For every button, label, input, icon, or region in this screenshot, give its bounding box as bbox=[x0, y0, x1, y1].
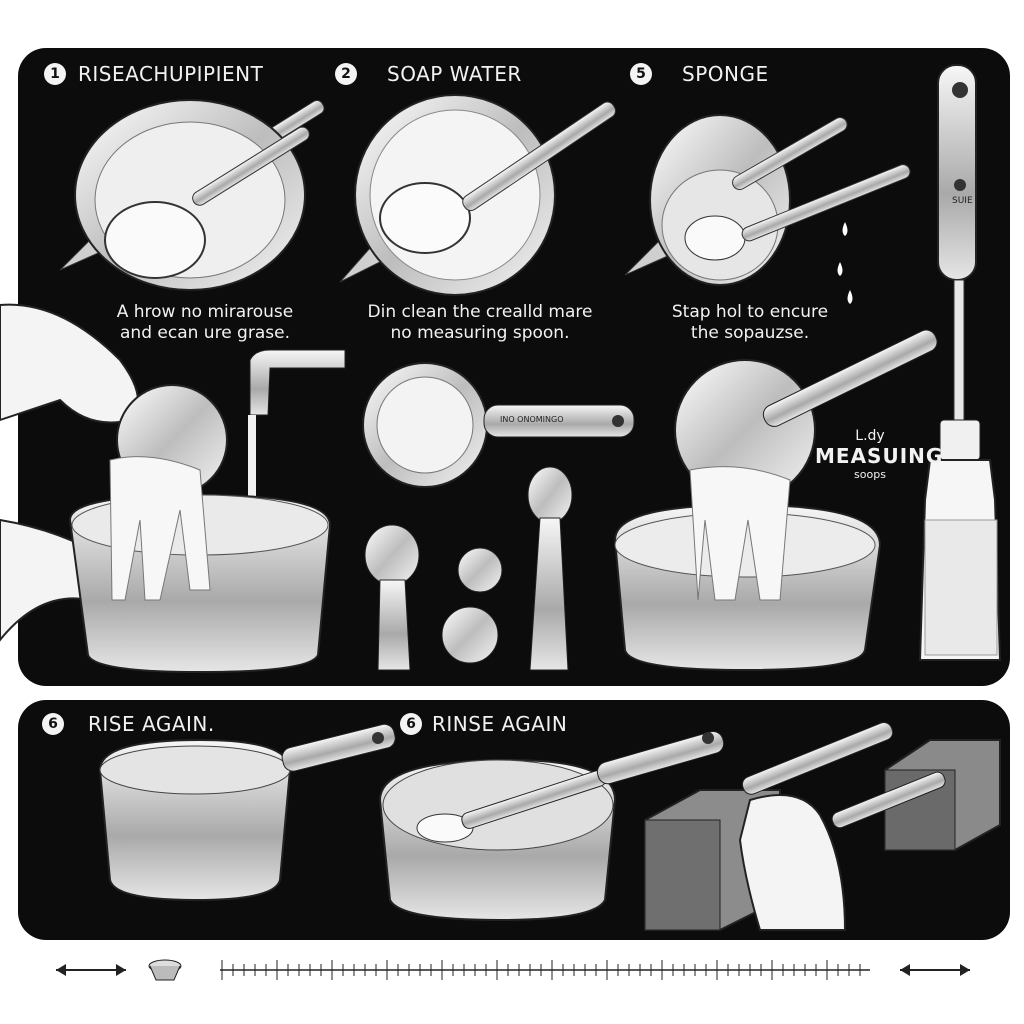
callout-line-2: MEASUING bbox=[815, 444, 944, 468]
step-5-caption-line-2: the sopauzse. bbox=[690, 323, 810, 343]
measuring-scoops-callout: L.dy MEASUING soops bbox=[815, 428, 944, 481]
cup-pouring-into-pan bbox=[613, 329, 938, 672]
step-1-caption-line-1: A hrow no mirarouse bbox=[116, 302, 294, 322]
dropper-bottle bbox=[918, 64, 1002, 661]
cup-handle-label: INO ONOMINGO bbox=[500, 415, 564, 424]
step-2-title: SOAP WATER bbox=[387, 62, 522, 86]
pan-with-spoon-2 bbox=[339, 94, 616, 296]
step-6b-header: 6 RINSE AGAIN bbox=[400, 712, 567, 736]
step-2-header: 2 SOAP WATER bbox=[335, 62, 522, 86]
step-6a-header: 6 RISE AGAIN. bbox=[42, 712, 215, 736]
step-5-title: SPONGE bbox=[682, 62, 769, 86]
step-5-caption-line-1: Stap hol to encure bbox=[671, 302, 829, 322]
step-1-header: 1 RISEACHUPIPIENT bbox=[44, 62, 263, 86]
cup-with-spoons bbox=[624, 114, 911, 304]
scale-ruler bbox=[56, 959, 970, 981]
callout-line-1: L.dy bbox=[855, 428, 885, 444]
step-5-caption: Stap hol to encure the sopauzse. bbox=[650, 302, 850, 344]
small-cup-icon bbox=[148, 959, 182, 981]
left-double-arrow-icon bbox=[56, 964, 126, 976]
step-6a-title: RISE AGAIN. bbox=[88, 712, 215, 736]
step-2-caption-line-2: no measuring spoon. bbox=[390, 323, 570, 343]
step-2-caption-line-1: Din clean the crealld mare bbox=[367, 302, 593, 322]
measuring-set bbox=[362, 362, 635, 671]
step-1-caption: A hrow no mirarouse and ecan ure grasе. bbox=[90, 302, 320, 344]
pan-with-spoon-bottom bbox=[378, 731, 725, 922]
step-2-number: 2 bbox=[335, 63, 357, 85]
step-1-caption-line-2: and ecan ure grasе. bbox=[120, 323, 290, 343]
right-double-arrow-icon bbox=[900, 964, 970, 976]
saucepan bbox=[98, 723, 396, 902]
dropper-label: SUIE bbox=[952, 196, 973, 206]
step-5-header: 5 SPONGE bbox=[630, 62, 769, 86]
callout-line-3: soops bbox=[854, 468, 886, 481]
step-6b-title: RINSE AGAIN bbox=[432, 712, 568, 736]
pan-with-spoon-1 bbox=[59, 99, 325, 291]
ruler-ticks bbox=[220, 960, 870, 980]
step-5-number: 5 bbox=[630, 63, 652, 85]
step-6b-number: 6 bbox=[400, 713, 422, 735]
step-1-title: RISEACHUPIPIENT bbox=[78, 62, 264, 86]
sponges-and-spoons bbox=[644, 721, 1001, 931]
hand-pouring-soap bbox=[0, 303, 346, 674]
step-2-caption: Din clean the crealld mare no measuring … bbox=[355, 302, 605, 344]
step-6a-number: 6 bbox=[42, 713, 64, 735]
step-1-number: 1 bbox=[44, 63, 66, 85]
